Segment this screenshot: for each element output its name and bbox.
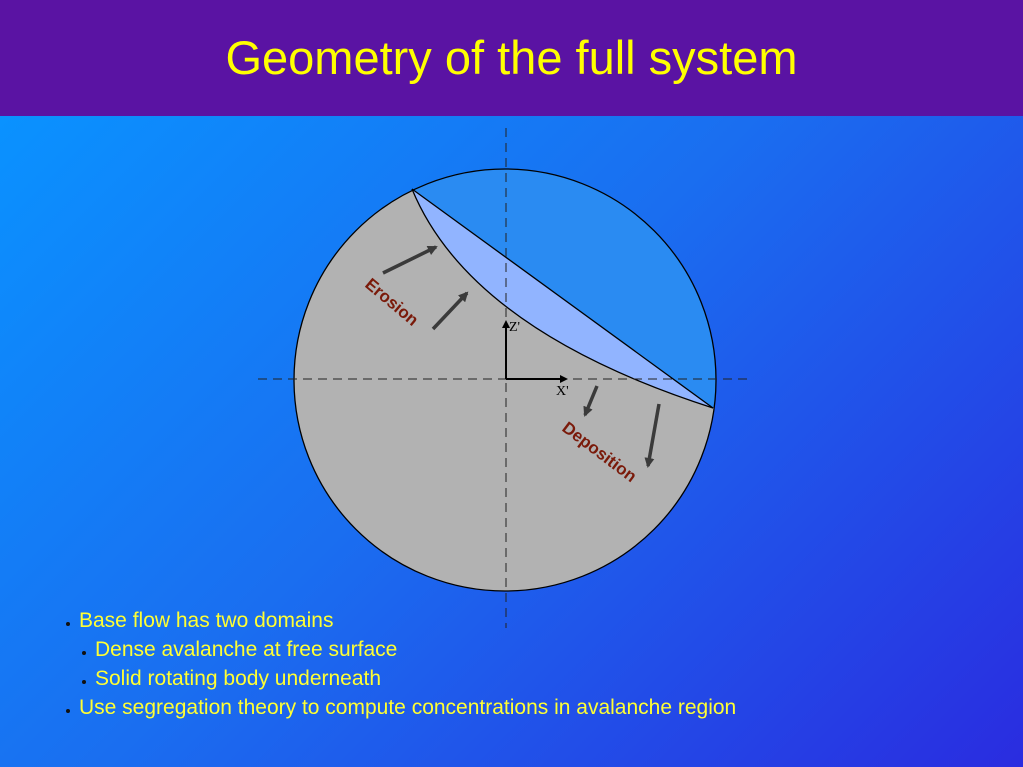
solid-body-region — [294, 169, 716, 591]
bullet-text: Dense avalanche at free surface — [95, 638, 398, 661]
deposition-arrow-1 — [583, 385, 599, 417]
sub-bullet-item: Dense avalanche at free surface — [66, 635, 736, 664]
bullet-text: Use segregation theory to compute concen… — [79, 696, 737, 719]
erosion-arrow-1 — [382, 245, 438, 275]
x-axis-label: X' — [556, 384, 569, 399]
slide-title: Geometry of the full system — [225, 31, 798, 84]
bullet-dot — [82, 680, 86, 685]
bullet-text: Solid rotating body underneath — [95, 667, 382, 690]
sub-bullet-item: Solid rotating body underneath — [66, 664, 736, 693]
free-surface-line — [411, 188, 714, 409]
deposition-arrow-2 — [644, 403, 661, 468]
bullet-dot — [82, 651, 86, 656]
bullet-dot — [66, 709, 70, 714]
bullet-list: Base flow has two domains Dense avalanch… — [66, 606, 736, 722]
z-axis-label: Z' — [509, 320, 520, 335]
erosion-deposition-interface — [411, 188, 714, 409]
bullet-item: Base flow has two domains — [66, 606, 736, 635]
bullet-text: Base flow has two domains — [79, 609, 334, 632]
erosion-arrow-2 — [431, 291, 469, 331]
bullet-dot — [66, 622, 70, 627]
title-bar: Geometry of the full system — [0, 0, 1023, 116]
drum-outline — [293, 168, 717, 592]
bullet-item: Use segregation theory to compute concen… — [66, 693, 736, 722]
